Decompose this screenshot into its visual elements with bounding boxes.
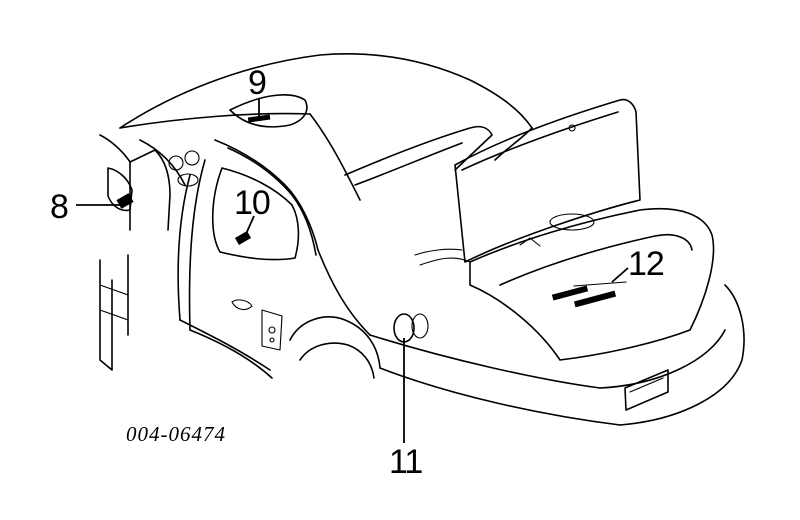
label-marker-12b	[573, 290, 617, 308]
callout-8: 8	[50, 188, 68, 226]
leader-10	[245, 215, 255, 235]
label-marker-9	[247, 114, 271, 123]
label-marker-12a	[551, 285, 589, 301]
callout-10: 10	[234, 184, 270, 222]
callout-9: 9	[248, 64, 266, 102]
label-marker-8	[116, 193, 134, 209]
label-markers	[116, 114, 617, 308]
label-marker-10	[234, 231, 252, 245]
callout-11: 11	[389, 443, 422, 481]
part-number: 004-06474	[126, 422, 226, 446]
leader-12	[611, 267, 629, 283]
leader-lines	[76, 98, 629, 443]
callout-12: 12	[628, 245, 664, 283]
car-body-outline	[99, 53, 745, 426]
callout-numbers: 8 9 10 11 12	[50, 64, 665, 481]
